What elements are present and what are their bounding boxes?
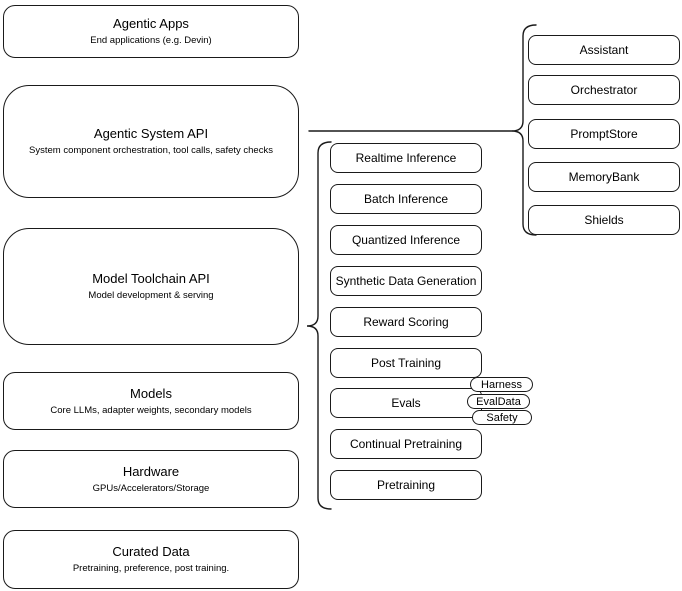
node-quantized-inference: Quantized Inference <box>330 225 482 255</box>
pill-label: EvalData <box>476 395 521 408</box>
node-label: Realtime Inference <box>355 151 457 165</box>
node-label: Pretraining <box>376 478 436 492</box>
node-batch-inference: Batch Inference <box>330 184 482 214</box>
node-post-training: Post Training <box>330 348 482 378</box>
box-subtitle: End applications (e.g. Devin) <box>90 35 212 46</box>
box-models: Models Core LLMs, adapter weights, secon… <box>3 372 299 430</box>
node-pretraining: Pretraining <box>330 470 482 500</box>
box-subtitle: Pretraining, preference, post training. <box>72 563 230 574</box>
node-label: Shields <box>584 213 624 227</box>
node-label: MemoryBank <box>568 170 640 184</box>
node-label: Orchestrator <box>570 83 638 97</box>
box-title: Models <box>130 385 172 401</box>
box-subtitle: Core LLMs, adapter weights, secondary mo… <box>50 404 252 416</box>
node-label: Continual Pretraining <box>349 437 463 451</box>
pill-label: Safety <box>486 411 518 424</box>
node-shields: Shields <box>528 205 680 235</box>
box-subtitle: System component orchestration, tool cal… <box>29 145 273 156</box>
node-assistant: Assistant <box>528 35 680 65</box>
node-realtime-inference: Realtime Inference <box>330 143 482 173</box>
box-title: Agentic Apps <box>113 16 189 31</box>
box-model-toolchain-api: Model Toolchain API Model development & … <box>3 228 299 345</box>
node-evals: Evals <box>330 388 482 418</box>
box-title: Curated Data <box>112 544 190 559</box>
pill-safety: Safety <box>472 410 532 425</box>
brace-system-components <box>511 24 537 236</box>
pill-harness: Harness <box>470 377 533 392</box>
node-reward-scoring: Reward Scoring <box>330 307 482 337</box>
node-continual-pretraining: Continual Pretraining <box>330 429 482 459</box>
box-subtitle: GPUs/Accelerators/Storage <box>92 482 210 494</box>
box-title: Agentic System API <box>93 126 209 141</box>
node-label: Synthetic Data Generation <box>335 274 477 288</box>
node-memorybank: MemoryBank <box>528 162 680 192</box>
node-label: Batch Inference <box>363 192 449 206</box>
box-agentic-system-api: Agentic System API System component orch… <box>3 85 299 198</box>
node-label: Reward Scoring <box>363 315 449 329</box>
node-label: Evals <box>391 396 421 410</box>
box-agentic-apps: Agentic Apps End applications (e.g. Devi… <box>3 5 299 58</box>
brace-toolchain-items <box>306 141 332 510</box>
node-synthetic-data-generation: Synthetic Data Generation <box>330 266 482 296</box>
box-subtitle: Model development & serving <box>88 290 214 301</box>
box-hardware: Hardware GPUs/Accelerators/Storage <box>3 450 299 508</box>
box-curated-data: Curated Data Pretraining, preference, po… <box>3 530 299 589</box>
node-label: Assistant <box>579 43 629 57</box>
box-title: Model Toolchain API <box>92 271 210 286</box>
node-promptstore: PromptStore <box>528 119 680 149</box>
node-orchestrator: Orchestrator <box>528 75 680 105</box>
pill-evaldata: EvalData <box>467 394 530 409</box>
node-label: PromptStore <box>570 127 638 141</box>
node-label: Quantized Inference <box>351 233 461 247</box>
box-title: Hardware <box>122 463 180 479</box>
node-label: Post Training <box>370 356 442 370</box>
pill-label: Harness <box>481 378 522 391</box>
